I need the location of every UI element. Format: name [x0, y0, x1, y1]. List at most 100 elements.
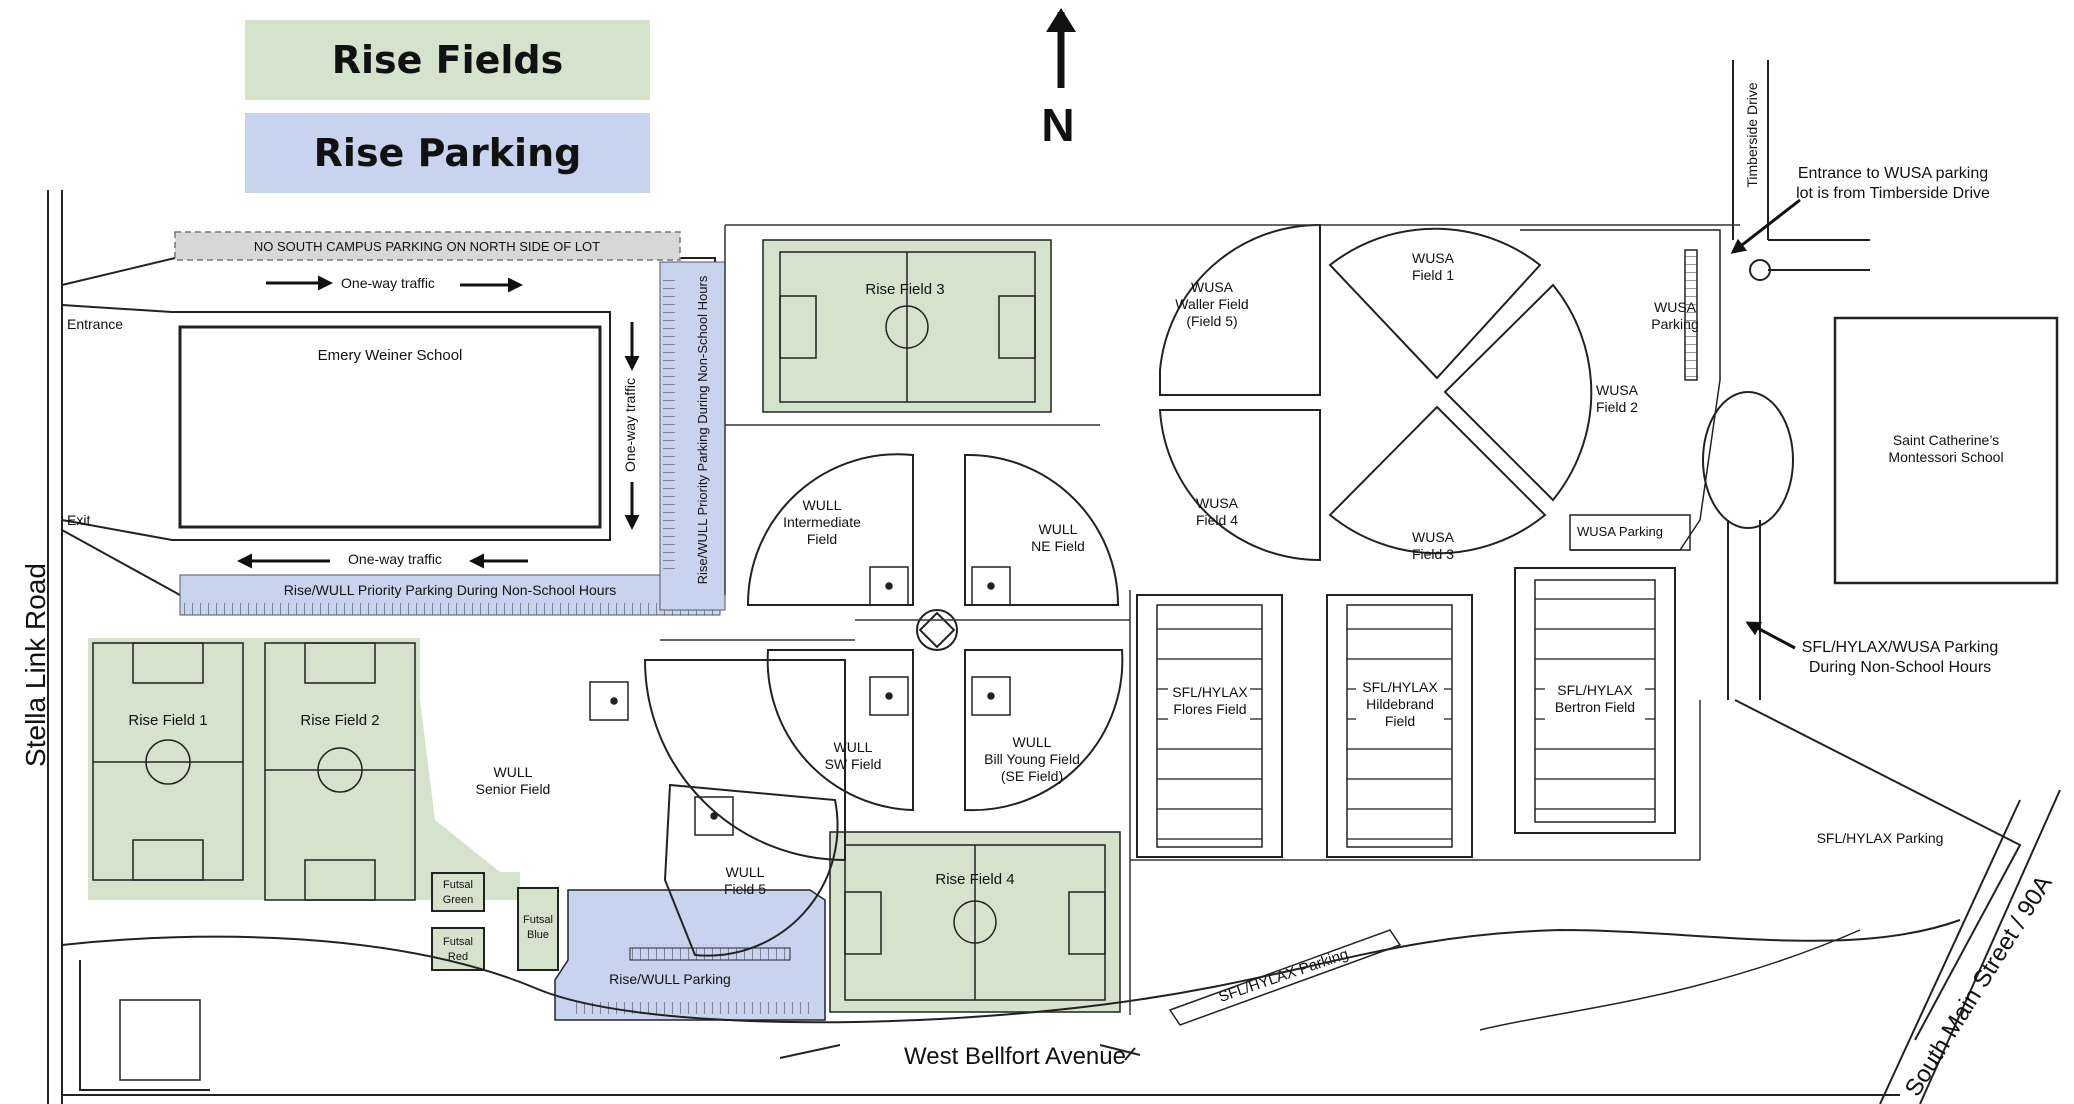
wull-intermediate-label-2: Intermediate: [783, 514, 861, 530]
sfl-south-parking-label: SFL/HYLAX Parking: [1217, 946, 1351, 1006]
futsal-green-court: Futsal Green: [431, 872, 485, 912]
site-boundary: [660, 224, 1740, 1015]
wusa-parking-top-label-1: WUSA: [1654, 299, 1697, 315]
rise-field-2-label: Rise Field 2: [300, 712, 379, 729]
sfl-bertron-label-2: Bertron Field: [1555, 699, 1635, 715]
priority-side-label: Rise/WULL Priority Parking During Non-Sc…: [695, 275, 710, 584]
rise-fields-area: [88, 638, 520, 900]
timberside-drive: [1702, 60, 1870, 700]
wusa-field1-label-1: WUSA: [1412, 250, 1455, 266]
no-parking-label: NO SOUTH CAMPUS PARKING ON NORTH SIDE OF…: [254, 239, 600, 254]
wull-bill-young-label-3: (SE Field): [1001, 768, 1063, 784]
legend-rise-fields-label: Rise Fields: [331, 38, 564, 82]
rise-field-1-label: Rise Field 1: [128, 712, 207, 729]
sfl-bertron-label-1: SFL/HYLAX: [1557, 682, 1633, 698]
wull-ne-label-2: NE Field: [1031, 538, 1085, 554]
wusa-entrance-arrow-icon: [1730, 198, 1801, 254]
sfl-flores-label-1: SFL/HYLAX: [1172, 684, 1248, 700]
saint-catherine-label-1: Saint Catherine’s: [1893, 432, 1999, 448]
no-south-campus-parking-zone: [174, 231, 681, 261]
north-arrow-icon: [1046, 8, 1076, 88]
stella-link-road-label: Stella Link Road: [20, 563, 51, 767]
futsal-blue-label-2: Blue: [527, 929, 549, 941]
one-way-arrows: [237, 275, 640, 569]
rise-field-4-label: Rise Field 4: [935, 871, 1014, 888]
wusa-field2-label-1: WUSA: [1596, 382, 1639, 398]
stella-link-road: [47, 190, 63, 1104]
sfl-hildebrand-label-3: Field: [1385, 713, 1415, 729]
timberside-drive-label: Timberside Drive: [1744, 82, 1760, 187]
priority-parking-side: [659, 261, 726, 611]
legend-rise-parking-label: Rise Parking: [313, 131, 582, 175]
legend-rise-fields: Rise Fields: [245, 20, 650, 100]
south-main-label: South Main Street / 90A: [1900, 871, 2058, 1101]
wusa-parking-top-label-2: Parking: [1651, 316, 1698, 332]
school-label: Emery Weiner School: [318, 347, 463, 364]
wull-senior-label-1: WULL: [494, 764, 533, 780]
futsal-green-label-1: Futsal: [443, 879, 473, 891]
wull-field5-label-2: Field 5: [724, 881, 766, 897]
sfl-east-parking-label: SFL/HYLAX Parking: [1817, 830, 1944, 846]
north-label: N: [1041, 99, 1074, 151]
wull-field5-label-1: WULL: [726, 864, 765, 880]
wull-bill-young-label-2: Bill Young Field: [984, 751, 1080, 767]
wusa-field2-label-2: Field 2: [1596, 399, 1638, 415]
one-way-side-label: One-way traffic: [622, 378, 638, 472]
wusa-entrance-callout-2: lot is from Timberside Drive: [1796, 185, 1990, 202]
wull-ne-label-1: WULL: [1039, 521, 1078, 537]
wusa-complex: [1158, 223, 1593, 562]
wull-senior-label-2: Senior Field: [476, 781, 551, 797]
wull-sw-label-2: SW Field: [825, 756, 882, 772]
sfl-hildebrand-field: SFL/HYLAX Hildebrand Field: [1326, 594, 1473, 858]
west-bellfort-avenue: [61, 789, 2061, 1104]
wusa-field4-label-1: WUSA: [1196, 495, 1239, 511]
futsal-red-label-2: Red: [448, 951, 468, 963]
priority-bottom-label: Rise/WULL Priority Parking During Non-Sc…: [284, 582, 617, 598]
wusa-waller-label-2: Waller Field: [1175, 296, 1248, 312]
wusa-waller-label-3: (Field 5): [1186, 313, 1237, 329]
sfl-wusa-callout-2: During Non-School Hours: [1809, 659, 1991, 676]
legend-rise-parking: Rise Parking: [245, 113, 650, 193]
rise-field-3: [762, 239, 1052, 413]
sfl-bertron-field: SFL/HYLAX Bertron Field: [1514, 567, 1676, 834]
wusa-field3-label-1: WUSA: [1412, 529, 1455, 545]
one-way-top-label: One-way traffic: [341, 275, 435, 291]
wusa-waller-label-1: WUSA: [1191, 279, 1234, 295]
sfl-wusa-parking-arrow-icon: [1745, 621, 1796, 650]
futsal-green-label-2: Green: [443, 894, 474, 906]
sfl-wusa-callout-1: SFL/HYLAX/WUSA Parking: [1802, 639, 1999, 656]
futsal-blue-court: Futsal Blue: [517, 887, 559, 971]
wull-sw-label-1: WULL: [834, 739, 873, 755]
sfl-hildebrand-label-2: Hildebrand: [1366, 696, 1434, 712]
wull-infield-markers: [589, 566, 1011, 836]
one-way-bottom-label: One-way traffic: [348, 551, 442, 567]
wusa-parking: [1520, 229, 1721, 551]
rise-wull-parking-label: Rise/WULL Parking: [609, 971, 731, 987]
wull-fields: [643, 453, 1124, 957]
futsal-red-label-1: Futsal: [443, 936, 473, 948]
rise-field-1: [92, 642, 244, 881]
exit-label: Exit: [67, 512, 90, 528]
priority-parking-bottom: [179, 574, 721, 616]
futsal-blue-label-1: Futsal: [523, 914, 553, 926]
sfl-hildebrand-label-1: SFL/HYLAX: [1362, 679, 1438, 695]
wusa-field1-label-2: Field 1: [1412, 267, 1454, 283]
wull-intermediate-label-3: Field: [807, 531, 837, 547]
rise-field-3-label: Rise Field 3: [865, 281, 944, 298]
wusa-entrance-callout-1: Entrance to WUSA parking: [1798, 165, 1988, 182]
saint-catherines-building: [1833, 316, 2059, 585]
sfl-south-parking: [1168, 929, 1402, 1026]
wull-intermediate-label-1: WULL: [803, 497, 842, 513]
wusa-parking-bottom-label: WUSA Parking: [1577, 524, 1663, 539]
wull-bill-young-label-1: WULL: [1013, 734, 1052, 750]
rise-field-4: [829, 831, 1121, 1013]
entrance-label: Entrance: [67, 316, 123, 332]
sfl-flores-label-2: Flores Field: [1173, 701, 1246, 717]
west-bellfort-label: West Bellfort Avenue: [904, 1043, 1126, 1070]
north-parking-lot: [61, 257, 716, 596]
wusa-field4-label-2: Field 4: [1196, 512, 1238, 528]
sfl-flores-field: SFL/HYLAX Flores Field: [1136, 594, 1283, 858]
saint-catherine-label-2: Montessori School: [1888, 449, 2003, 465]
east-property-line: [1734, 699, 2022, 1041]
